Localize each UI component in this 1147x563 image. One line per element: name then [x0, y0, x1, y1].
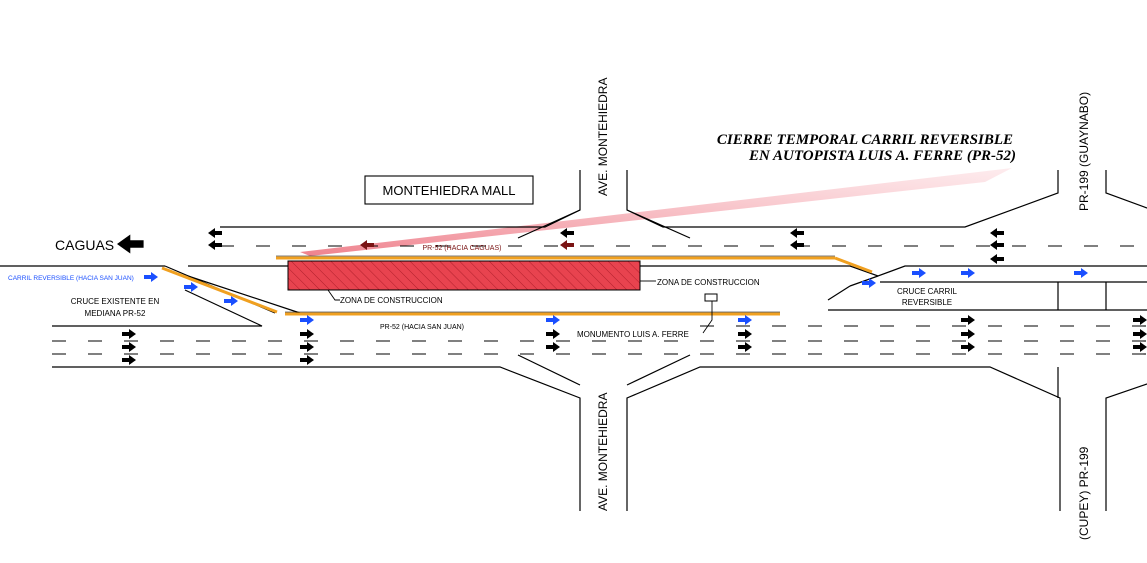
southbound-arrow-icon — [1133, 329, 1147, 339]
montehiedra-mall-box — [364, 175, 534, 205]
cruce-existente-line1: CRUCE EXISTENTE EN — [71, 297, 160, 306]
northbound-arrow-icon — [208, 240, 222, 250]
zona-construccion-right-label: ZONA DE CONSTRUCCION — [657, 278, 760, 287]
pr199-top-label: PR-199 (GUAYNABO) — [1077, 92, 1091, 211]
cruce-carril-line1: CRUCE CARRIL — [897, 287, 958, 296]
construction-zone — [287, 260, 641, 291]
caguas-label: CAGUAS — [55, 237, 114, 253]
pr52-north-top-edge-east — [1105, 170, 1147, 209]
closed-lane-arrow-icon — [360, 240, 374, 250]
reversible-lane-bottom-edge — [187, 275, 301, 314]
ave-montehiedra-top-label: AVE. MONTEHIEDRA — [596, 78, 610, 196]
monumento-label: MONUMENTO LUIS A. FERRE — [577, 330, 689, 339]
caguas-arrow-icon — [117, 234, 144, 254]
reversible-arrow-icon — [738, 315, 752, 325]
northbound-arrow-icon — [790, 240, 804, 250]
median-crossing-edge — [52, 289, 263, 327]
northbound-arrow-icon — [990, 228, 1004, 238]
carril-reversible-label: CARRIL REVERSIBLE (HACIA SAN JUAN) — [8, 275, 134, 282]
reversible-arrow-icon — [144, 272, 158, 282]
pr199-bottom-label: (CUPEY) PR-199 — [1077, 446, 1091, 540]
pr52-south-bottom-edge-mid — [626, 366, 1061, 511]
title-line1: CIERRE TEMPORAL CARRIL REVERSIBLE — [717, 132, 1013, 148]
southbound-arrow-icon — [546, 342, 560, 352]
southbound-arrow-icon — [122, 342, 136, 352]
reversible-arrow-icon — [224, 296, 238, 306]
southbound-arrow-icon — [738, 329, 752, 339]
monument-marker — [704, 293, 718, 302]
northbound-arrow-icon — [560, 228, 574, 238]
leader-monumento — [702, 301, 713, 334]
southbound-arrow-icon — [1133, 342, 1147, 352]
southbound-arrow-icon — [546, 329, 560, 339]
title-line2: EN AUTOPISTA LUIS A. FERRE (PR-52) — [748, 148, 1016, 164]
closed-lane-arrow-icon — [560, 240, 574, 250]
reversible-arrow-icon — [546, 315, 560, 325]
leader-zona-left — [327, 289, 340, 301]
reversible-arrow-icon — [1074, 268, 1088, 278]
pr52-south-bottom-edge-east — [1105, 383, 1147, 511]
cruce-existente-line2: MEDIANA PR-52 — [85, 309, 146, 318]
pr52-caguas-label: PR-52 (HACIA CAGUAS) — [423, 245, 502, 252]
southbound-arrow-icon — [300, 329, 314, 339]
southbound-arrow-icon — [961, 315, 975, 325]
montehiedra-mall-label: MONTEHIEDRA MALL — [383, 183, 516, 198]
southbound-arrow-icon — [122, 355, 136, 365]
cruce-carril-line2: REVERSIBLE — [902, 298, 952, 307]
southbound-arrow-icon — [738, 342, 752, 352]
southbound-arrow-icon — [961, 342, 975, 352]
northbound-arrow-icon — [990, 240, 1004, 250]
lane-dashes — [52, 245, 1147, 355]
traffic-arrows — [117, 228, 1147, 365]
barriers — [161, 256, 873, 316]
reversible-arrow-icon — [184, 282, 198, 292]
pr52-south-bottom-edge — [52, 366, 581, 511]
title-callout-wedge — [300, 168, 1012, 256]
southbound-arrow-icon — [961, 329, 975, 339]
montehiedra-ramp-south — [517, 354, 691, 386]
southbound-arrow-icon — [300, 342, 314, 352]
reversible-arrow-icon — [912, 268, 926, 278]
southbound-arrow-icon — [1133, 315, 1147, 325]
road-edges — [0, 170, 1147, 511]
southbound-arrow-icon — [300, 355, 314, 365]
pr52-north-top-edge-mid — [626, 170, 1059, 228]
zona-construccion-left-label: ZONA DE CONSTRUCCION — [340, 296, 443, 305]
montehiedra-ramp-north — [517, 209, 691, 239]
southbound-arrow-icon — [122, 329, 136, 339]
reversible-arrow-icon — [300, 315, 314, 325]
ave-montehiedra-bottom-label: AVE. MONTEHIEDRA — [596, 393, 610, 511]
northbound-arrow-icon — [790, 228, 804, 238]
northbound-arrow-icon — [208, 228, 222, 238]
northbound-arrow-icon — [990, 254, 1004, 264]
pr52-san-juan-label: PR-52 (HACIA SAN JUAN) — [380, 324, 464, 331]
reversible-arrow-icon — [862, 278, 876, 288]
reversible-right-edge — [827, 275, 1147, 311]
reversible-arrow-icon — [961, 268, 975, 278]
